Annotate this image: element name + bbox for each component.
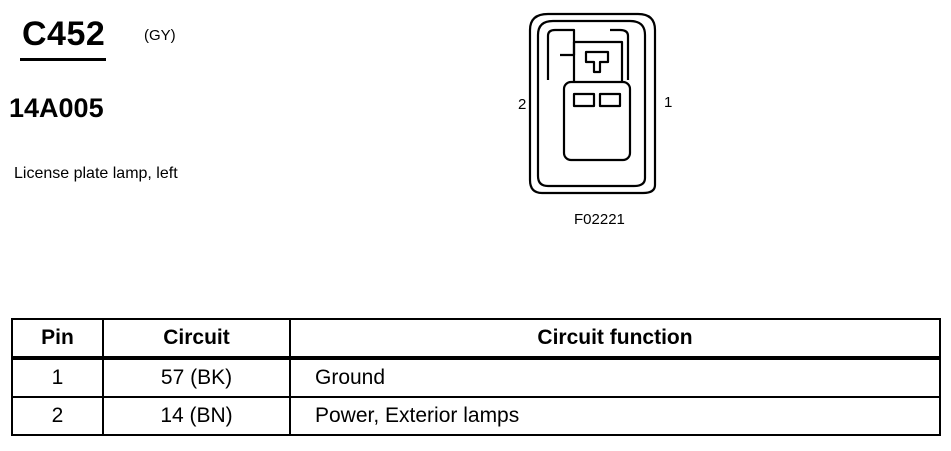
connector-id-underline [20, 58, 106, 61]
pin-table: Pin Circuit Circuit function 1 57 (BK) G… [11, 318, 941, 436]
table-row: 1 57 (BK) Ground [11, 357, 941, 398]
figure-code: F02221 [574, 211, 625, 228]
table-header-row: Pin Circuit Circuit function [11, 318, 941, 360]
circuit-function-cell: Ground [289, 357, 941, 398]
connector-inner-housing [536, 19, 647, 188]
locking-tab [572, 40, 624, 82]
circuit-cell: 57 (BK) [102, 357, 291, 398]
circuit-function-cell: Power, Exterior lamps [289, 396, 941, 436]
pin-cell: 1 [11, 357, 104, 398]
circuit-cell: 14 (BN) [102, 396, 291, 436]
header-pin: Pin [11, 318, 104, 360]
terminal-slot-1 [598, 92, 622, 108]
terminal-slot-2 [572, 92, 596, 108]
pin-cell: 2 [11, 396, 104, 436]
header-circuit: Circuit [102, 318, 291, 360]
terminal-cavity-body [562, 80, 632, 162]
connector-description: License plate lamp, left [14, 165, 178, 182]
connector-latch-arm [610, 28, 630, 80]
header-circuit-function: Circuit function [289, 318, 941, 360]
table-row: 2 14 (BN) Power, Exterior lamps [11, 396, 941, 436]
pin-label-2: 2 [518, 96, 527, 113]
connector-id: C452 [22, 15, 106, 53]
pin-label-1: 1 [664, 94, 673, 111]
connector-latch-clip [546, 28, 576, 80]
part-number: 14A005 [9, 93, 104, 123]
connector-color-code: (GY) [144, 27, 176, 44]
connector-outer-housing [528, 12, 657, 195]
connector-face-drawing [528, 12, 657, 195]
